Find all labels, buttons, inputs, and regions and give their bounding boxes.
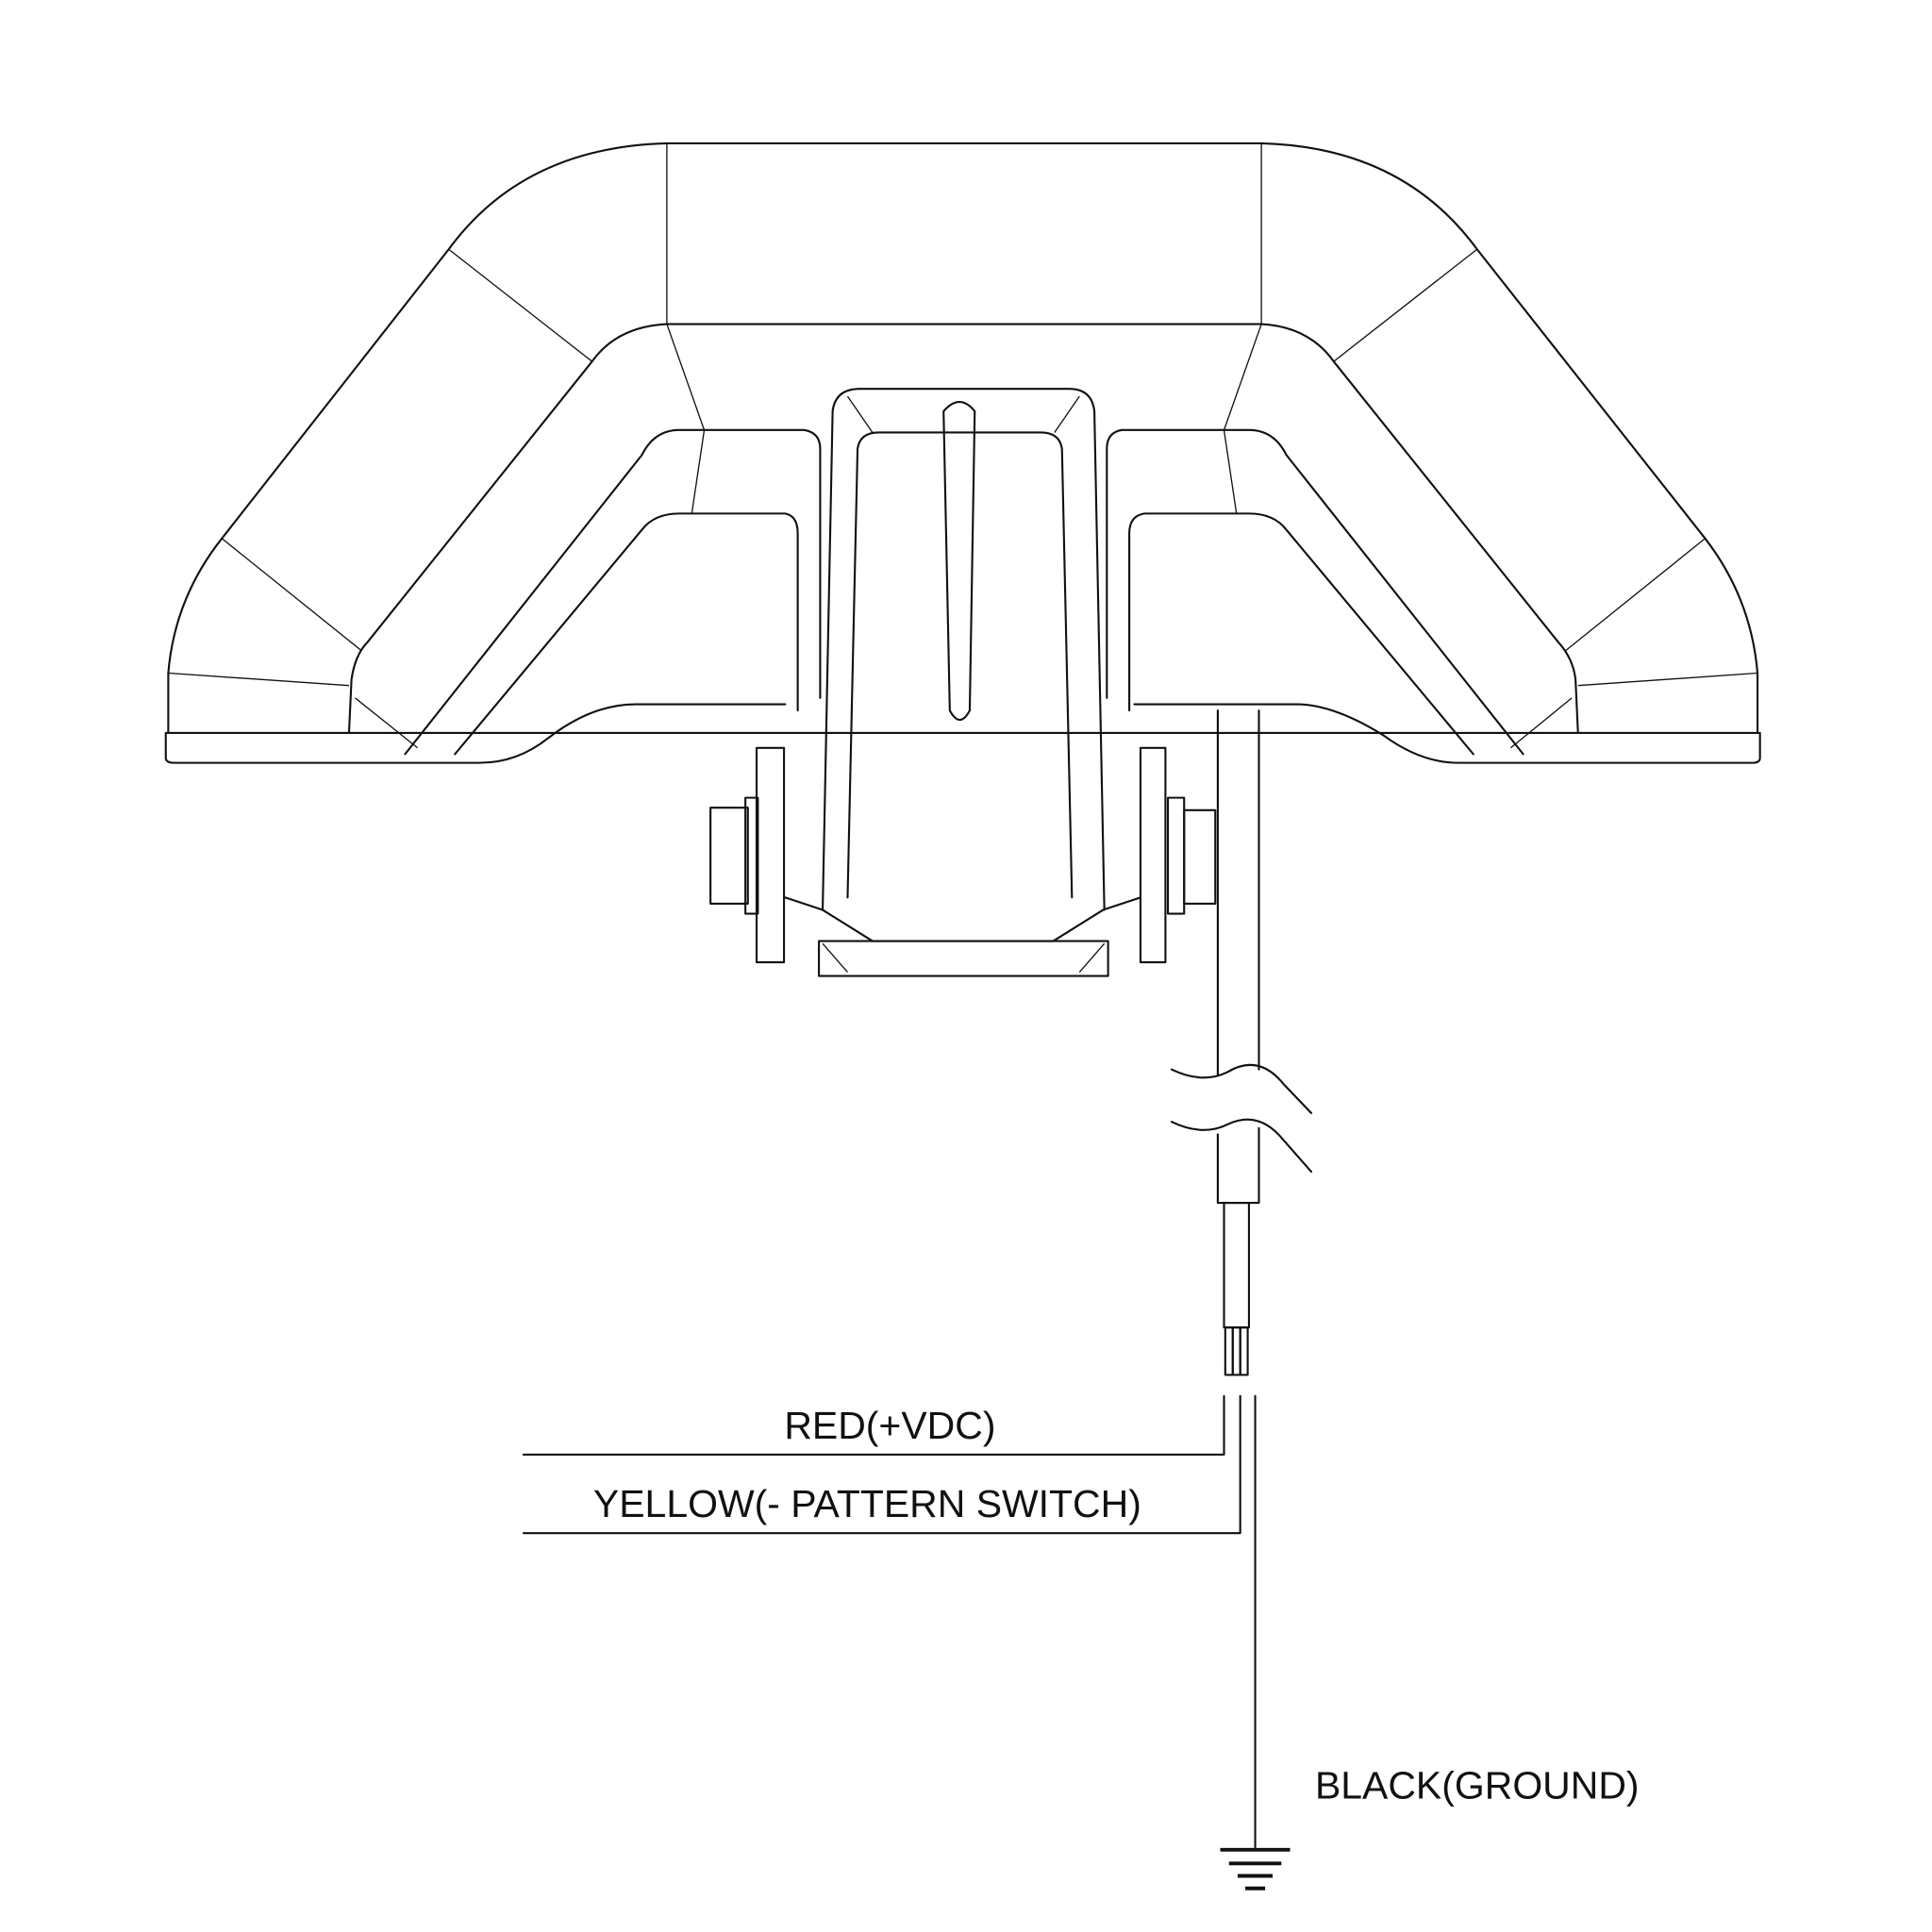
wire-red: RED(+VDC) (522, 1394, 1225, 1457)
black-wire-label: BLACK(GROUND) (1315, 1764, 1640, 1807)
wire-yellow: YELLOW(- PATTERN SWITCH) (522, 1394, 1241, 1535)
wire-black: BLACK(GROUND) (1220, 1394, 1640, 1890)
red-wire-label: RED(+VDC) (784, 1404, 995, 1447)
mounting-brackets (709, 746, 1217, 964)
yellow-wire-label: YELLOW(- PATTERN SWITCH) (593, 1482, 1141, 1525)
ground-icon (1220, 1847, 1291, 1890)
cable (1170, 709, 1313, 1376)
light-housing (164, 142, 1761, 764)
left-nut (709, 807, 749, 905)
right-nut (1183, 808, 1217, 905)
center-module (784, 388, 1142, 977)
